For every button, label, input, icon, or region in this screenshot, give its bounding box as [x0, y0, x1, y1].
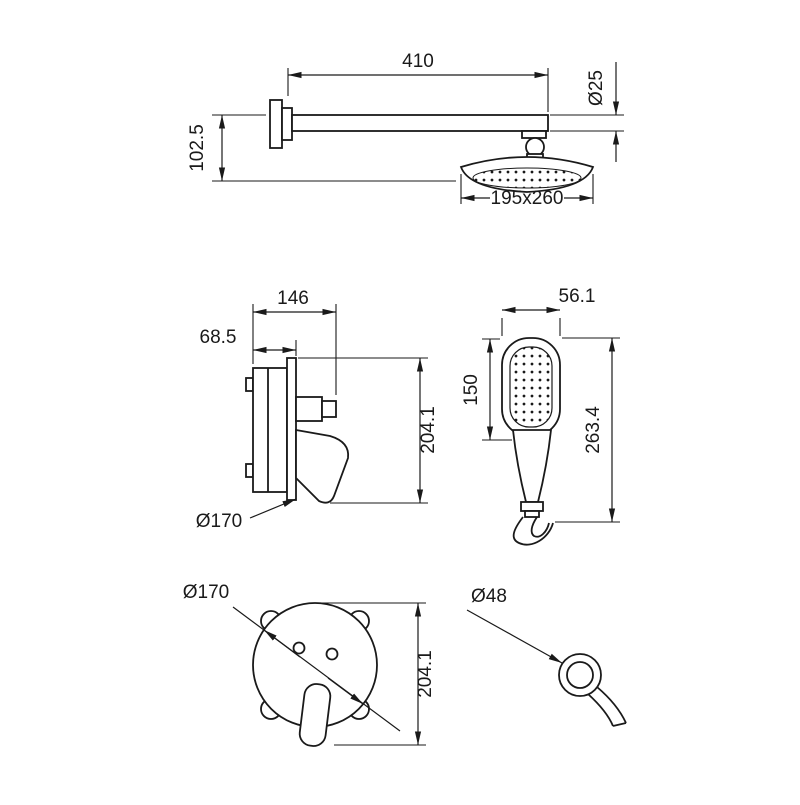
joint-collar [521, 130, 547, 139]
outlet-hose-outer [596, 686, 627, 724]
dim-arm-diameter: Ø25 [586, 70, 607, 106]
dim-plate-diameter-front: Ø170 [183, 582, 229, 603]
mixer-handle-front [298, 683, 332, 747]
view-mixer-front: Ø170 204.1 [183, 582, 436, 747]
diameter-arrow-2 [327, 677, 364, 705]
hose-nut [520, 501, 544, 512]
diameter-arrow-1 [263, 629, 301, 658]
dim-head-size: 195x260 [491, 188, 564, 209]
leader-plate-diameter [249, 498, 297, 519]
wall-flange [269, 99, 283, 149]
dim-front-height: 204.1 [415, 650, 436, 698]
hose-nut-2 [524, 510, 540, 518]
screw-hole [292, 641, 306, 655]
mount-tab-top [245, 377, 254, 392]
mixer-body [252, 367, 288, 493]
handshower-spray-face [509, 346, 553, 428]
dim-total-depth: 146 [277, 288, 309, 309]
outlet-connector [566, 661, 594, 689]
leader-outlet-diameter [466, 609, 563, 664]
cartridge-tip [321, 400, 337, 418]
view-shower-arm: 410 Ø25 102.5 195x260 [187, 51, 624, 209]
dim-head-length: 150 [461, 374, 482, 406]
outlet-hose-end [612, 722, 627, 727]
view-mixer-side: 146 68.5 204.1 Ø170 [196, 288, 439, 532]
escutcheon-plate-edge [286, 357, 297, 501]
dim-outlet-diameter: Ø48 [471, 586, 507, 607]
hose-outer [512, 516, 554, 546]
dim-plate-diameter-side: Ø170 [196, 511, 242, 532]
dim-concealed-depth: 68.5 [200, 327, 237, 348]
mixer-handle-side [295, 428, 350, 504]
hose-inner [530, 516, 550, 538]
mount-tab-bottom [245, 463, 254, 478]
dim-drop-height: 102.5 [187, 124, 208, 172]
view-hand-shower: 56.1 150 263.4 [461, 286, 620, 546]
view-wall-outlet: Ø48 [466, 586, 627, 727]
diameter-line [232, 606, 401, 732]
flange-collar [281, 107, 293, 141]
dim-arm-length: 410 [402, 51, 434, 72]
shower-arm [291, 114, 549, 132]
cartridge [295, 396, 323, 422]
dim-head-width: 56.1 [559, 286, 596, 307]
handshower-handle [511, 429, 553, 503]
dim-total-length: 263.4 [583, 406, 604, 454]
shower-head-spray-face [472, 167, 582, 189]
dim-mixer-height: 204.1 [418, 406, 439, 454]
screw-hole [325, 647, 339, 661]
outlet-hose-inner [587, 693, 614, 727]
